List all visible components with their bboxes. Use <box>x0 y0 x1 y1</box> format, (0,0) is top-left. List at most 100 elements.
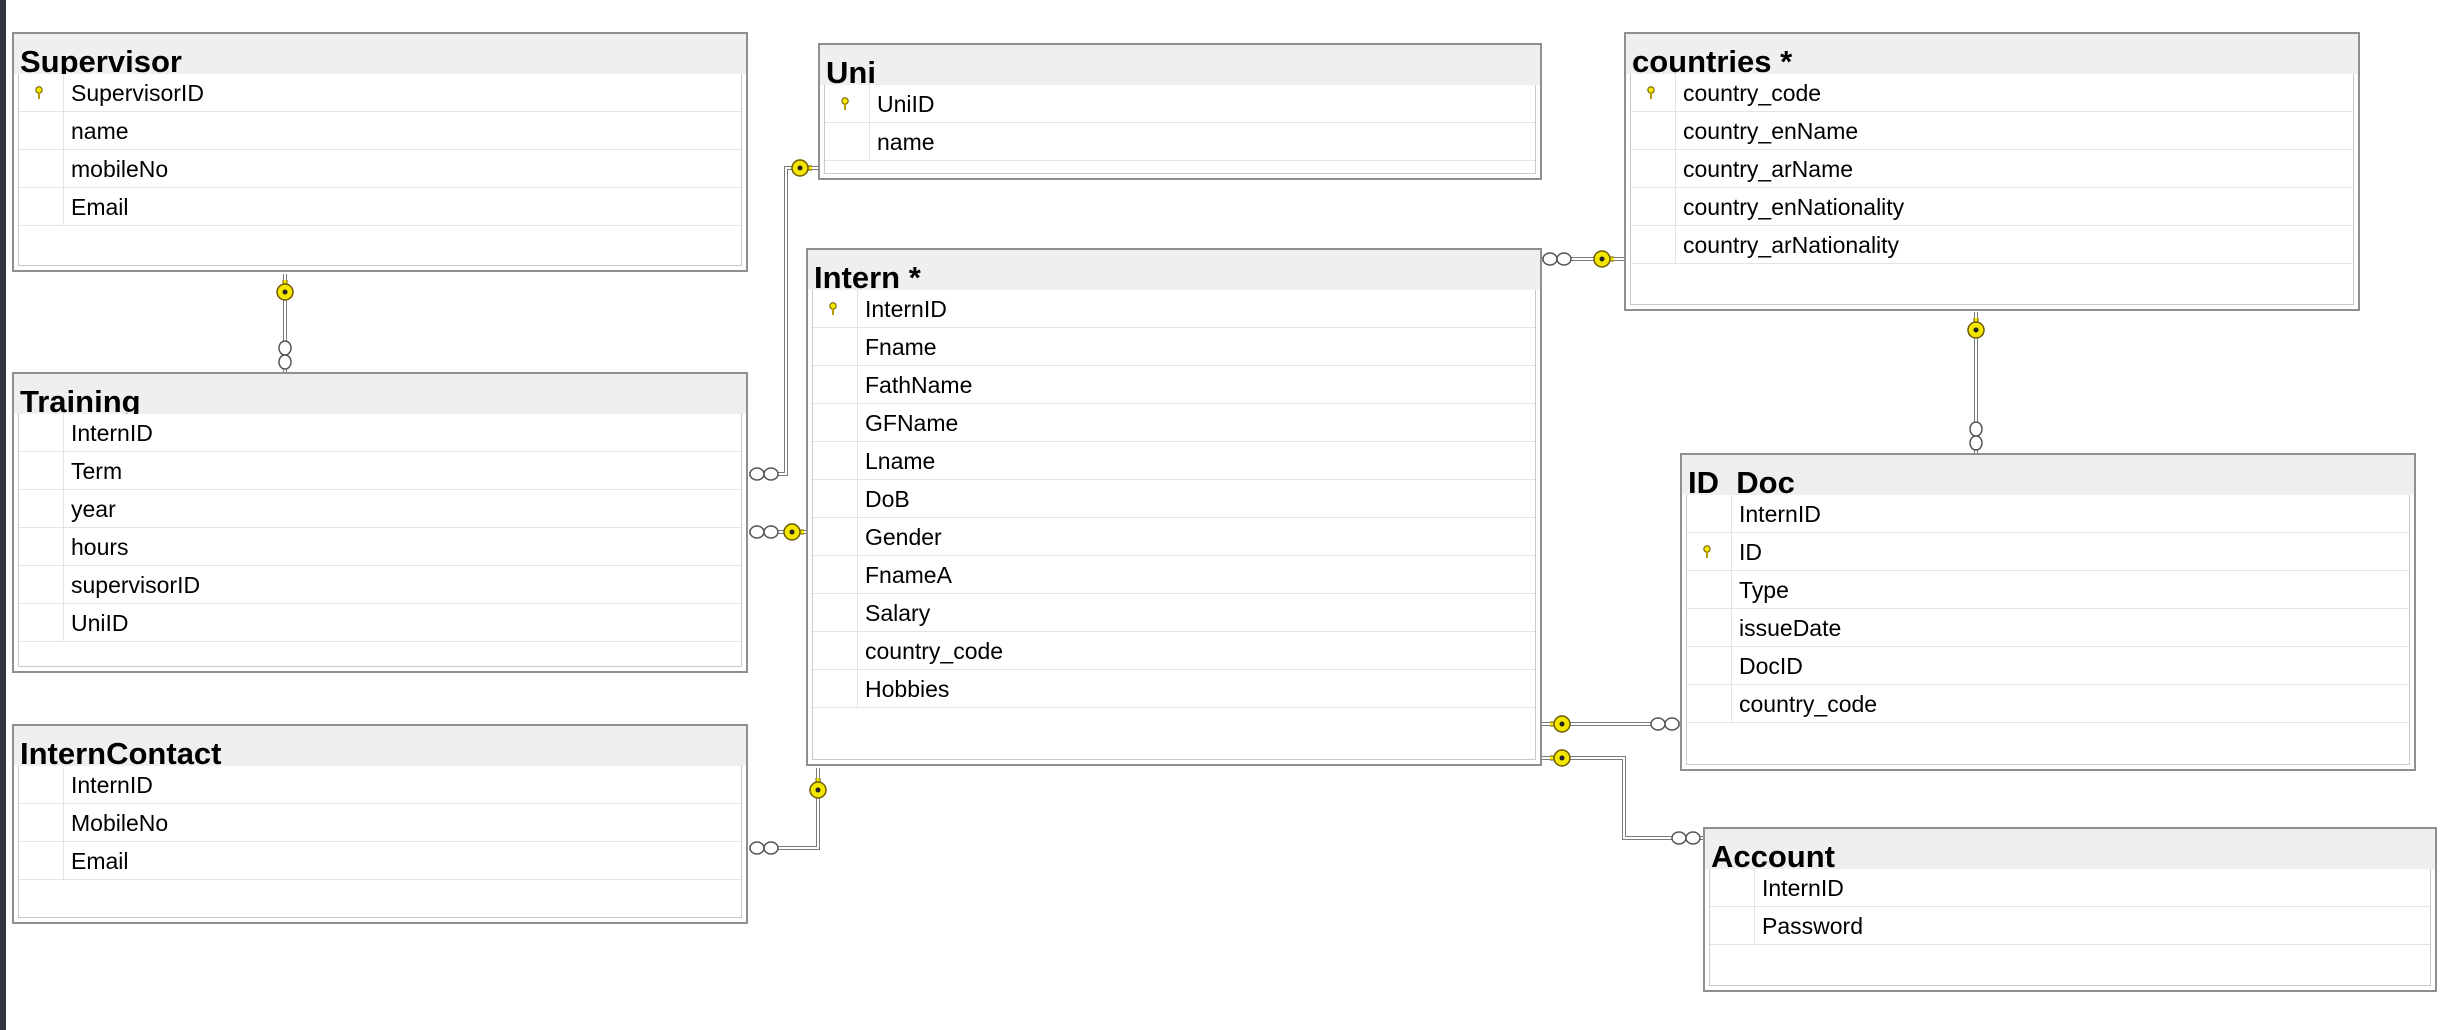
column-selector[interactable] <box>813 290 858 327</box>
column-selector[interactable] <box>1631 112 1676 149</box>
column-selector[interactable] <box>19 566 64 603</box>
column-selector[interactable] <box>19 490 64 527</box>
column-row[interactable]: MobileNo <box>19 804 741 842</box>
column-row[interactable]: name <box>19 112 741 150</box>
column-selector[interactable] <box>813 518 858 555</box>
column-row[interactable]: country_arName <box>1631 150 2353 188</box>
column-selector[interactable] <box>19 188 64 225</box>
column-row[interactable]: country_code <box>1687 685 2409 723</box>
column-selector[interactable] <box>1687 533 1732 570</box>
table-header[interactable]: Account <box>1705 829 2435 869</box>
column-selector[interactable] <box>813 404 858 441</box>
column-selector[interactable] <box>19 414 64 451</box>
column-selector[interactable] <box>19 528 64 565</box>
column-row[interactable]: hours <box>19 528 741 566</box>
column-selector[interactable] <box>19 150 64 187</box>
column-selector[interactable] <box>1631 226 1676 263</box>
column-selector[interactable] <box>813 594 858 631</box>
column-selector[interactable] <box>19 804 64 841</box>
column-selector[interactable] <box>813 556 858 593</box>
column-selector[interactable] <box>19 766 64 803</box>
column-row[interactable]: InternID <box>813 290 1535 328</box>
table-header[interactable]: Supervisor <box>14 34 746 74</box>
relationship-intern-account[interactable] <box>1542 757 1703 839</box>
column-selector[interactable] <box>1687 495 1732 532</box>
column-row[interactable]: year <box>19 490 741 528</box>
column-row[interactable]: InternID <box>1710 869 2430 907</box>
column-selector[interactable] <box>825 123 870 160</box>
column-row[interactable]: Password <box>1710 907 2430 945</box>
column-selector[interactable] <box>1710 869 1755 906</box>
column-row[interactable]: country_enNationality <box>1631 188 2353 226</box>
column-selector[interactable] <box>19 842 64 879</box>
column-selector[interactable] <box>19 74 64 111</box>
column-row[interactable]: SupervisorID <box>19 74 741 112</box>
table-header[interactable]: Uni <box>820 45 1540 85</box>
column-row[interactable]: supervisorID <box>19 566 741 604</box>
column-selector[interactable] <box>813 442 858 479</box>
column-row[interactable]: issueDate <box>1687 609 2409 647</box>
column-row[interactable]: Type <box>1687 571 2409 609</box>
column-selector[interactable] <box>19 112 64 149</box>
column-row[interactable]: DocID <box>1687 647 2409 685</box>
column-row[interactable]: country_arNationality <box>1631 226 2353 264</box>
column-selector[interactable] <box>1687 609 1732 646</box>
column-row[interactable]: FathName <box>813 366 1535 404</box>
column-row[interactable]: name <box>825 123 1535 161</box>
column-row[interactable]: Hobbies <box>813 670 1535 708</box>
column-row[interactable]: ID <box>1687 533 2409 571</box>
table-header[interactable]: InternContact <box>14 726 746 766</box>
column-row[interactable]: DoB <box>813 480 1535 518</box>
column-selector[interactable] <box>1631 188 1676 225</box>
column-selector[interactable] <box>813 328 858 365</box>
column-selector[interactable] <box>813 632 858 669</box>
column-selector[interactable] <box>1687 571 1732 608</box>
column-selector[interactable] <box>1710 907 1755 944</box>
relationship-intern-interncontact[interactable] <box>749 768 820 850</box>
column-row[interactable]: mobileNo <box>19 150 741 188</box>
column-selector[interactable] <box>1687 647 1732 684</box>
column-row[interactable]: country_enName <box>1631 112 2353 150</box>
column-selector[interactable] <box>1687 685 1732 722</box>
column-row[interactable]: country_code <box>1631 74 2353 112</box>
column-selector[interactable] <box>19 604 64 641</box>
column-row[interactable]: Email <box>19 842 741 880</box>
column-row[interactable]: GFName <box>813 404 1535 442</box>
relationship-intern-interncontact[interactable] <box>749 768 819 849</box>
table-header[interactable]: ID_Doc <box>1682 455 2414 495</box>
column-selector[interactable] <box>1631 150 1676 187</box>
column-row[interactable]: country_code <box>813 632 1535 670</box>
column-row[interactable]: UniID <box>825 85 1535 123</box>
column-row[interactable]: UniID <box>19 604 741 642</box>
column-name: year <box>71 496 116 522</box>
column-row[interactable]: Fname <box>813 328 1535 366</box>
column-row[interactable]: Term <box>19 452 741 490</box>
table-header[interactable]: Training <box>14 374 746 414</box>
table-header[interactable]: countries * <box>1626 34 2358 74</box>
column-selector[interactable] <box>825 85 870 122</box>
column-selector[interactable] <box>813 480 858 517</box>
table-header[interactable]: Intern * <box>808 250 1540 290</box>
column-row[interactable]: Lname <box>813 442 1535 480</box>
column-row[interactable]: InternID <box>1687 495 2409 533</box>
column-row[interactable]: FnameA <box>813 556 1535 594</box>
relationship-intern-account[interactable] <box>1542 756 1703 840</box>
column-row[interactable]: Salary <box>813 594 1535 632</box>
column-selector[interactable] <box>813 670 858 707</box>
column-selector[interactable] <box>19 452 64 489</box>
one-end-key-icon <box>809 778 827 799</box>
column-row[interactable]: Email <box>19 188 741 226</box>
column-row[interactable]: InternID <box>19 414 741 452</box>
column-row[interactable]: InternID <box>19 766 741 804</box>
column-row[interactable]: Gender <box>813 518 1535 556</box>
column-selector[interactable] <box>813 366 858 403</box>
column-selector[interactable] <box>1631 74 1676 111</box>
